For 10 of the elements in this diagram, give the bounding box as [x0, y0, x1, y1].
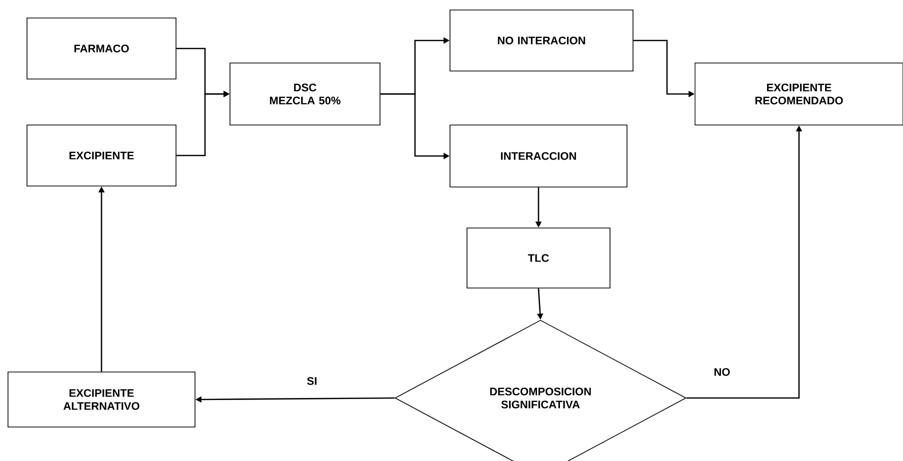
process-box: TLC — [466, 228, 610, 288]
edge-label: NO — [712, 367, 732, 377]
process-box: EXCIPIENTE RECOMENDADO — [694, 62, 903, 126]
process-box: EXCIPIENTE — [26, 124, 176, 186]
process-box: DSC MEZCLA 50% — [230, 62, 380, 126]
edge-label: SI — [306, 376, 318, 386]
process-box: INTERACCION — [450, 124, 628, 188]
process-box: NO INTERACION — [450, 10, 634, 72]
process-box: EXCIPIENTE ALTERNATIVO — [8, 372, 196, 428]
process-box: FARMACO — [26, 18, 176, 80]
